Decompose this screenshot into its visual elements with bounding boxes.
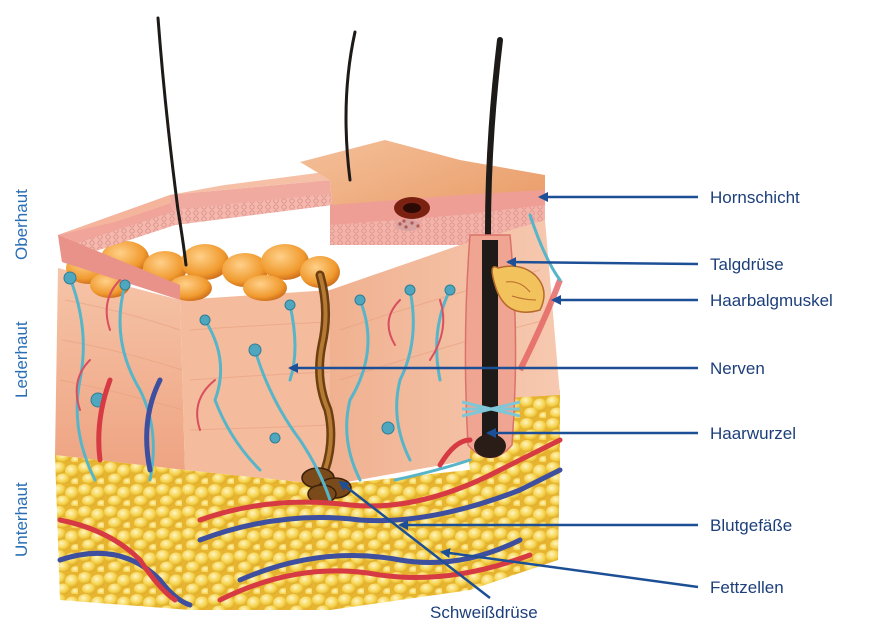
label-haarwurzel: Haarwurzel [710,424,796,443]
layer-label-lederhaut: Lederhaut [12,321,31,398]
label-talgdruese: Talgdrüse [710,255,784,274]
label-nerven: Nerven [710,359,765,378]
label-hornschicht: Hornschicht [710,188,800,207]
label-schweissdruese: Schweißdrüse [430,603,538,622]
label-blutgefaesse: Blutgefäße [710,516,792,535]
layer-labels: Oberhaut Lederhaut Unterhaut [12,189,31,557]
layer-label-oberhaut: Oberhaut [12,189,31,260]
label-fettzellen: Fettzellen [710,578,784,597]
label-haarbalgmuskel: Haarbalgmuskel [710,291,833,310]
layer-label-unterhaut: Unterhaut [12,482,31,557]
